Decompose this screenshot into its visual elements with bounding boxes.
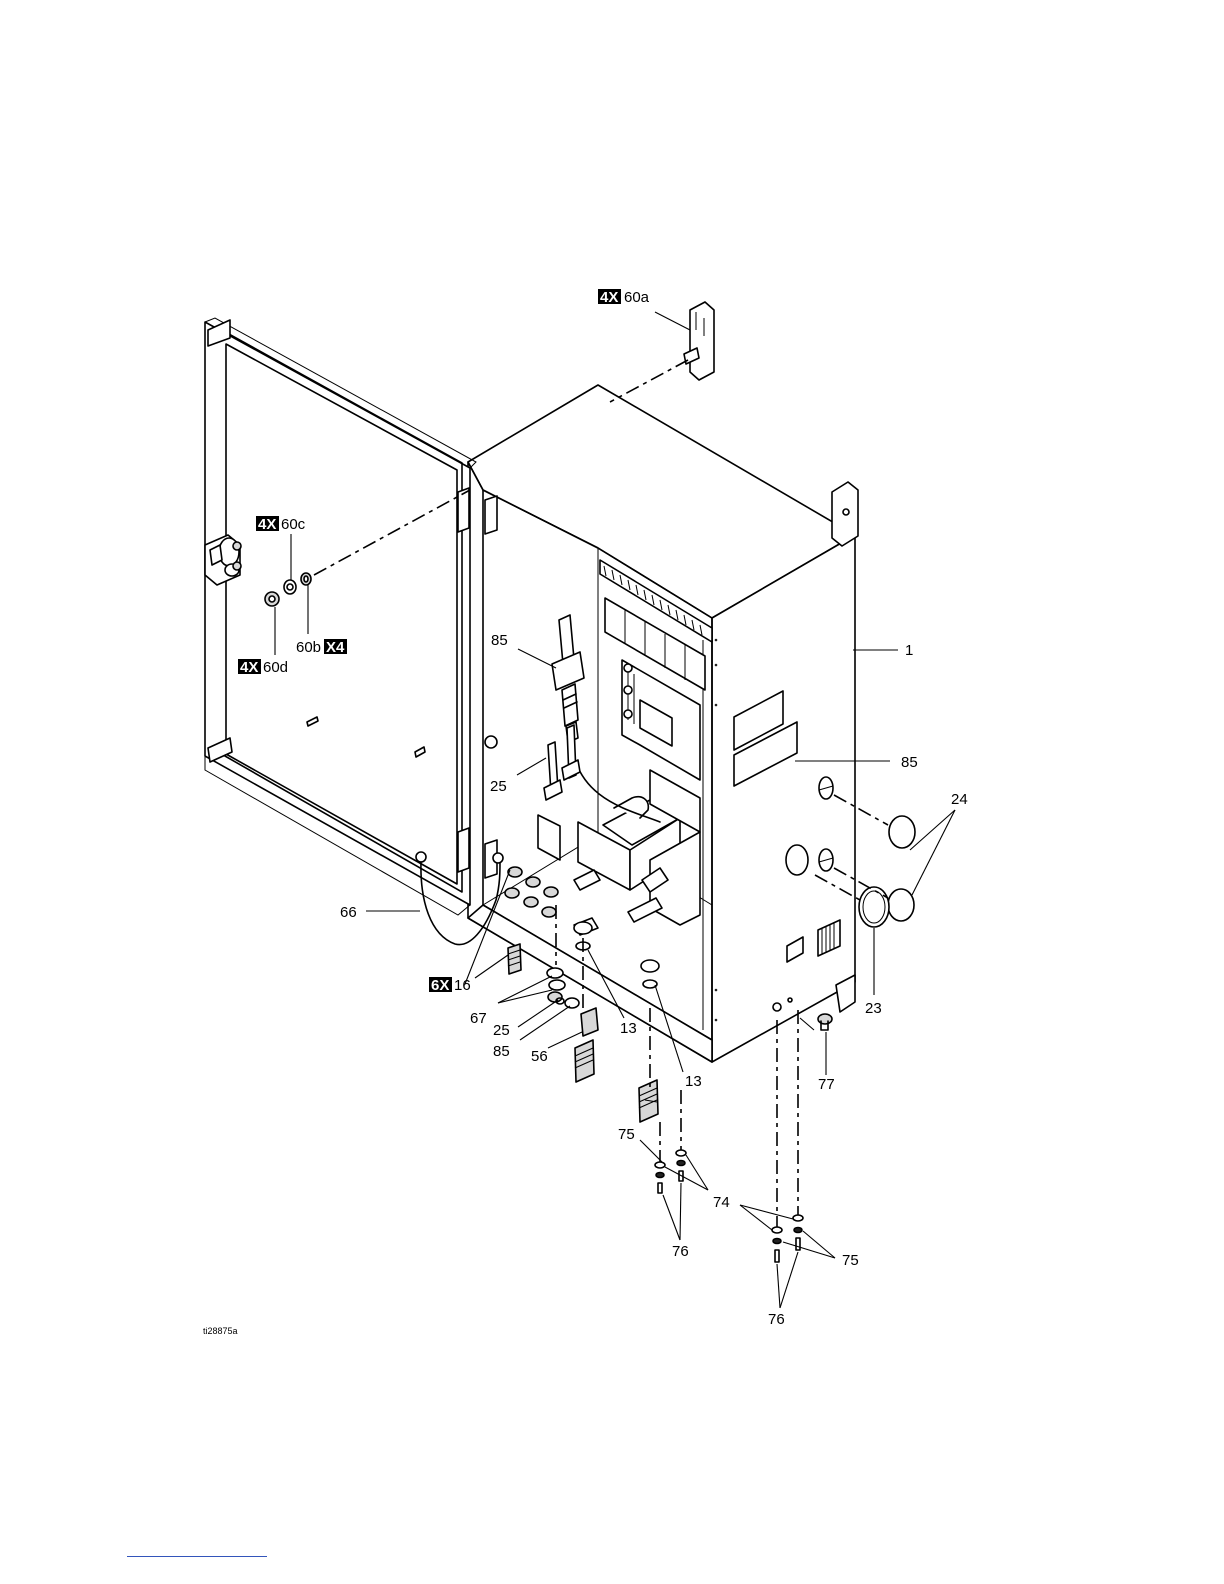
ref-label: 60b — [296, 639, 321, 656]
door-latch — [205, 535, 241, 585]
callout-67: 67 — [470, 1010, 487, 1027]
ground-screw-77 — [818, 1014, 832, 1030]
callout-77-screw: 77 — [818, 1076, 835, 1093]
callout-76-left: 76 — [672, 1243, 689, 1260]
pressure-sensor-85 — [552, 615, 584, 742]
footer-rule — [127, 1556, 267, 1557]
enclosure-door — [205, 318, 476, 915]
callout-75-left: 75 — [618, 1126, 635, 1143]
callout-74: 74 — [713, 1194, 730, 1211]
callout-76-right: 76 — [768, 1311, 785, 1328]
callout-75-right: 75 — [842, 1252, 859, 1269]
callout-85-bottom: 85 — [493, 1043, 510, 1060]
qty-tag: 4X — [240, 659, 258, 676]
qty-tag: 4X — [258, 516, 276, 533]
internal-components — [538, 560, 712, 925]
callout-56: 56 — [531, 1048, 548, 1065]
figure-id: ti28875a — [203, 1326, 238, 1336]
callout-13-right: 13 — [685, 1073, 702, 1090]
qty-tag: X4 — [326, 639, 345, 656]
callout-66-ground-wire: 66 — [340, 904, 357, 921]
callout-23-plug: 23 — [865, 1000, 882, 1017]
mounting-bracket-60a — [684, 302, 714, 380]
qty-tag: 6X — [431, 977, 449, 994]
callout-85-sensor: 85 — [491, 632, 508, 649]
callout-60d: 4X 60d — [238, 659, 288, 676]
callout-85-label: 85 — [901, 754, 918, 771]
qty-tag: 4X — [600, 289, 618, 306]
ref-label: 60d — [263, 659, 288, 676]
callout-60a: 4X 60a — [598, 289, 650, 306]
ref-label: 16 — [454, 977, 471, 994]
fittings-25 — [544, 725, 580, 800]
callout-1-enclosure: 1 — [905, 642, 913, 659]
callout-25-fitting: 25 — [490, 778, 507, 795]
ref-label: 60c — [281, 516, 306, 533]
callout-16: 6X 16 — [429, 977, 471, 994]
callout-24-plug: 24 — [951, 791, 968, 808]
knockout-plugs — [859, 816, 915, 927]
callout-25-bottom: 25 — [493, 1022, 510, 1039]
callout-60c: 4X 60c — [256, 516, 306, 533]
ref-label: 60a — [624, 289, 650, 306]
callout-13-left: 13 — [620, 1020, 637, 1037]
